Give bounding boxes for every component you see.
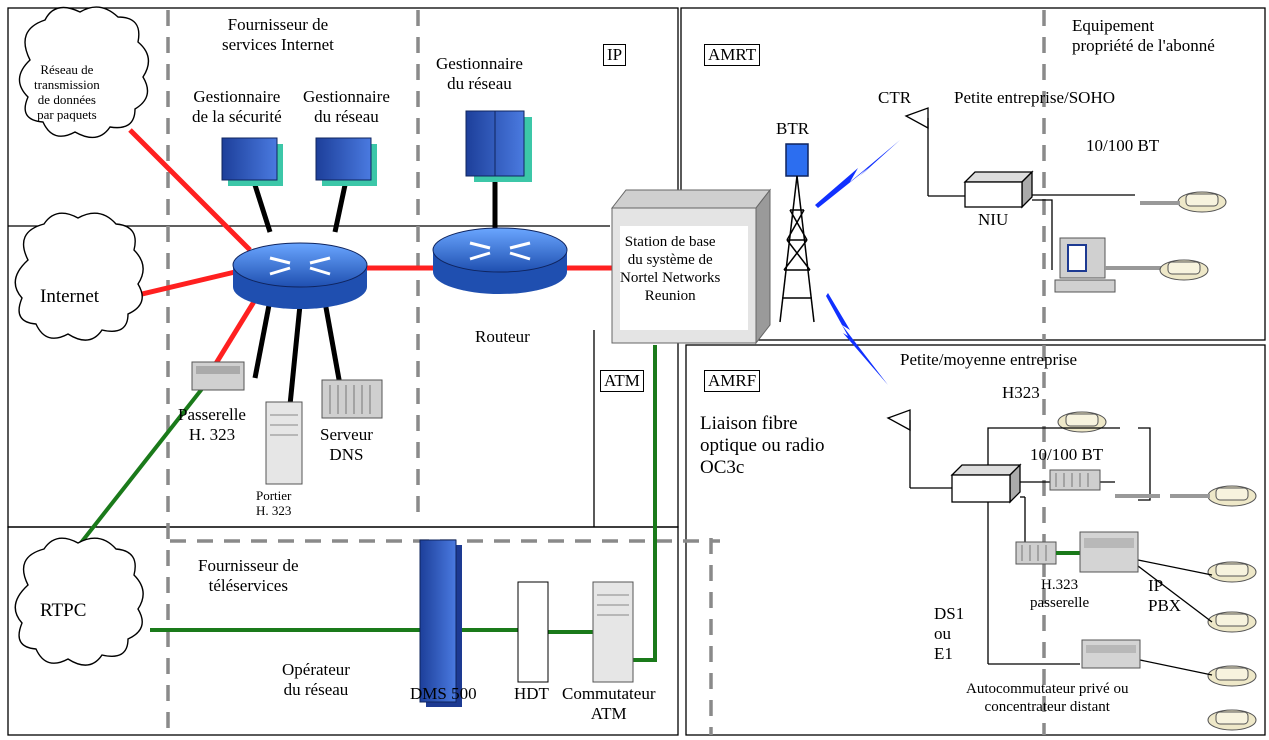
private-exchange-device — [1081, 639, 1141, 669]
router-left — [232, 242, 368, 309]
ip-pbx-label: IP PBX — [1148, 576, 1182, 615]
base-station-cube — [610, 188, 772, 345]
ds1-e1-label: DS1 ou E1 — [934, 604, 965, 663]
security-manager-server — [221, 137, 283, 186]
radio-links — [815, 140, 900, 385]
soho-pc — [1054, 237, 1162, 293]
security-manager-label: Gestionnaire de la sécurité — [192, 87, 282, 126]
ctr-antenna — [904, 107, 965, 197]
niu-label: NIU — [978, 210, 1009, 229]
rtpc-label: RTPC — [40, 600, 87, 621]
dns-server-label: Serveur DNS — [320, 425, 373, 464]
hdt-box — [517, 581, 549, 683]
phone-icons — [1057, 191, 1257, 731]
atm-switch-tower — [592, 581, 634, 683]
subscriber-equipment-label: Equipement propriété de l'abonné — [1072, 16, 1215, 55]
hdt-label: HDT — [514, 684, 549, 703]
base-station-label: Station de base du système de Nortel Net… — [620, 234, 721, 304]
ip-links — [124, 128, 618, 367]
amrt-tag: AMRT — [704, 44, 761, 66]
h323-label: H323 — [1002, 383, 1040, 402]
teleservice-provider-label: Fournisseur de téléservices — [198, 556, 299, 595]
internet-label: Internet — [40, 286, 100, 307]
gateway-label: Passerelle H. 323 — [178, 405, 246, 444]
sme-ethernet-label: 10/100 BT — [1030, 445, 1104, 464]
h323-gateway-label: H.323 passerelle — [1030, 577, 1090, 611]
network-manager-server-top — [465, 110, 532, 182]
btr-tower — [779, 143, 815, 323]
network-manager-server-left — [315, 137, 377, 186]
ctr-label: CTR — [878, 88, 912, 107]
sme-antenna — [886, 409, 952, 489]
fiber-radio-link-label: Liaison fibre optique ou radio OC3c — [700, 413, 825, 478]
niu-box — [963, 170, 1034, 209]
soho-label: Petite entreprise/SOHO — [954, 88, 1115, 107]
dns-server-rack — [321, 379, 383, 419]
isp-label: Fournisseur de services Internet — [222, 15, 334, 54]
sme-wiring — [987, 427, 1213, 676]
private-exchange-label: Autocommutateur privé ou concentrateur d… — [966, 681, 1129, 715]
sme-switch-box — [950, 463, 1022, 504]
atm-switch-label: Commutateur ATM — [562, 684, 656, 723]
ip-pbx-device — [1079, 531, 1139, 573]
gatekeeper-tower — [265, 401, 303, 485]
network-manager-top-label: Gestionnaire du réseau — [436, 54, 523, 93]
network-operator-label: Opérateur du réseau — [282, 660, 350, 699]
packet-network-label: Réseau de transmission de données par pa… — [34, 62, 100, 122]
atm-tag: ATM — [600, 370, 644, 392]
gatekeeper-label: Portier H. 323 — [256, 488, 292, 518]
phone-cords — [1140, 201, 1210, 498]
cloud-packet-network — [18, 6, 150, 139]
dms500-label: DMS 500 — [410, 684, 477, 703]
ip-tag: IP — [603, 44, 627, 66]
lan-links — [252, 178, 498, 406]
gateway-device — [191, 361, 245, 391]
dms500-switch — [419, 539, 462, 707]
amrf-tag: AMRF — [704, 370, 761, 392]
h323-gateway-device — [1015, 541, 1080, 565]
sme-hub — [1049, 469, 1160, 498]
soho-wiring — [1032, 194, 1135, 270]
network-manager-left-label: Gestionnaire du réseau — [303, 87, 390, 126]
cloud-internet — [14, 212, 144, 341]
soho-ethernet-label: 10/100 BT — [1086, 136, 1160, 155]
cloud-rtpc — [14, 537, 144, 666]
router-label: Routeur — [475, 327, 530, 346]
sme-label: Petite/moyenne entreprise — [900, 350, 1078, 369]
router-right — [432, 227, 568, 294]
btr-label: BTR — [776, 119, 810, 138]
